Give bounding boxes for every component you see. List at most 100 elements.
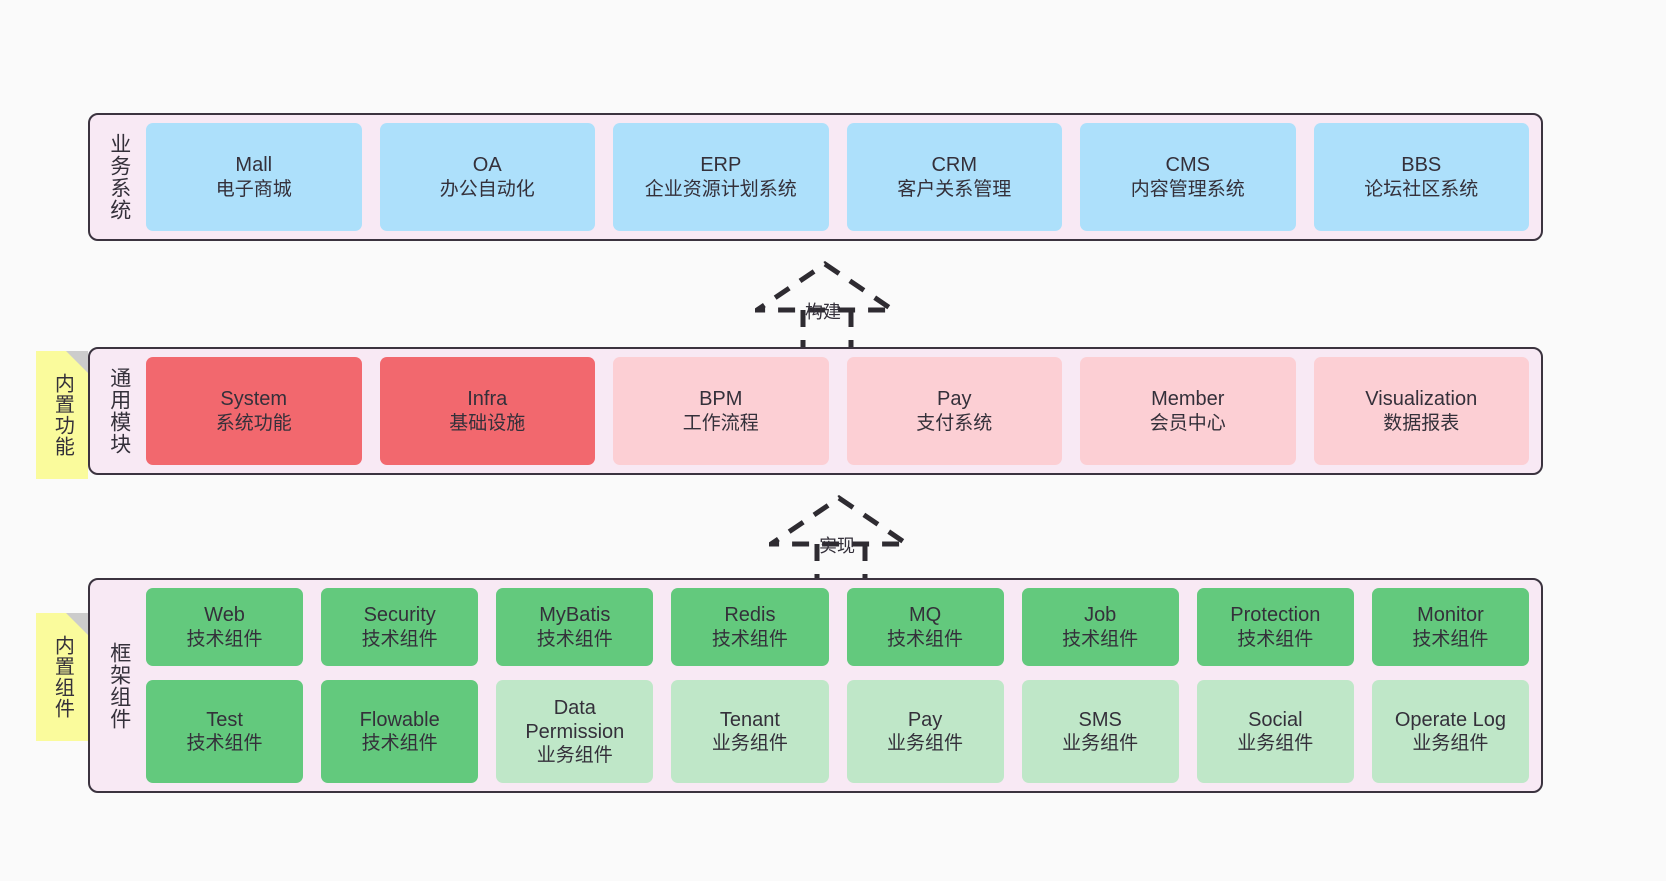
component-security-sub: 技术组件: [361, 628, 438, 650]
component-security[interactable]: Security 技术组件: [321, 588, 479, 667]
module-bbs-name: BBS: [1401, 154, 1442, 177]
module-system-sub: 系统功能: [215, 412, 292, 434]
module-erp-sub: 企业资源计划系统: [644, 178, 797, 200]
component-social[interactable]: Social 业务组件: [1196, 680, 1354, 784]
module-mall-sub: 电子商城: [215, 178, 292, 200]
component-social-name: Social: [1248, 708, 1303, 731]
component-protection-sub: 技术组件: [1237, 628, 1314, 650]
module-infra[interactable]: Infra 基础设施: [379, 357, 595, 465]
component-flowable-sub: 技术组件: [361, 733, 438, 755]
component-monitor-name: Monitor: [1417, 604, 1484, 627]
component-mybatis[interactable]: MyBatis 技术组件: [496, 588, 654, 667]
module-bbs-sub: 论坛社区系统: [1364, 178, 1479, 200]
component-monitor-sub: 技术组件: [1412, 628, 1489, 650]
component-web[interactable]: Web 技术组件: [146, 588, 304, 667]
component-protection[interactable]: Protection 技术组件: [1196, 588, 1354, 667]
component-data-permission-name: Data Permission: [525, 696, 625, 744]
connector-build-label: 构建: [805, 302, 841, 322]
module-crm[interactable]: CRM 客户关系管理: [846, 123, 1062, 231]
component-redis[interactable]: Redis 技术组件: [671, 588, 829, 667]
component-sms-sub: 业务组件: [1062, 733, 1139, 755]
component-social-sub: 业务组件: [1237, 733, 1314, 755]
component-sms[interactable]: SMS 业务组件: [1021, 680, 1179, 784]
module-visualization-sub: 数据报表: [1383, 412, 1460, 434]
module-bbs[interactable]: BBS 论坛社区系统: [1313, 123, 1529, 231]
component-flowable-name: Flowable: [359, 708, 440, 731]
module-visualization-name: Visualization: [1365, 388, 1478, 411]
note-builtin-features-text: 内置功能: [51, 373, 74, 457]
module-crm-sub: 客户关系管理: [897, 178, 1012, 200]
layer-business-caption: 业务系统: [107, 133, 131, 221]
component-job-sub: 技术组件: [1062, 628, 1139, 650]
module-cms[interactable]: CMS 内容管理系统: [1080, 123, 1296, 231]
component-web-sub: 技术组件: [186, 628, 263, 650]
layer-business-system: 业务系统 Mall 电子商城 OA 办公自动化 ERP 企业资源计划系统 CRM…: [88, 113, 1543, 241]
module-mall[interactable]: Mall 电子商城: [146, 123, 362, 231]
module-oa-name: OA: [472, 154, 502, 177]
component-mybatis-name: MyBatis: [539, 604, 611, 627]
layer-business-body: Mall 电子商城 OA 办公自动化 ERP 企业资源计划系统 CRM 客户关系…: [146, 123, 1529, 231]
component-operate-log[interactable]: Operate Log 业务组件: [1371, 680, 1529, 784]
component-test-name: Test: [206, 708, 243, 731]
module-system-name: System: [220, 388, 288, 411]
component-test[interactable]: Test 技术组件: [146, 680, 304, 784]
module-cms-sub: 内容管理系统: [1130, 178, 1245, 200]
module-member[interactable]: Member 会员中心: [1080, 357, 1296, 465]
module-pay-name: Pay: [937, 388, 972, 411]
component-data-permission-sub: 业务组件: [536, 745, 613, 767]
component-tenant-name: Tenant: [719, 708, 780, 731]
layer-business-row: Mall 电子商城 OA 办公自动化 ERP 企业资源计划系统 CRM 客户关系…: [146, 123, 1529, 231]
module-bpm-name: BPM: [699, 388, 743, 411]
component-tenant[interactable]: Tenant 业务组件: [671, 680, 829, 784]
layer-framework-row-tech: Web 技术组件 Security 技术组件 MyBatis 技术组件 Redi…: [146, 588, 1529, 667]
module-cms-name: CMS: [1165, 154, 1210, 177]
layer-common-caption: 通用模块: [107, 367, 131, 455]
component-operate-log-sub: 业务组件: [1412, 733, 1489, 755]
module-bpm-sub: 工作流程: [682, 412, 759, 434]
connector-build-arrow-icon: [755, 260, 902, 350]
module-oa[interactable]: OA 办公自动化: [379, 123, 595, 231]
module-member-sub: 会员中心: [1149, 412, 1226, 434]
component-pay-name: Pay: [907, 708, 943, 731]
connector-implement: 实现: [769, 492, 919, 584]
component-tenant-sub: 业务组件: [711, 733, 788, 755]
note-fold-icon: [66, 613, 88, 635]
component-protection-name: Protection: [1230, 604, 1321, 627]
layer-framework-component: 框架组件 Web 技术组件 Security 技术组件 MyBatis 技术组件…: [88, 578, 1543, 793]
module-bpm[interactable]: BPM 工作流程: [613, 357, 829, 465]
module-infra-sub: 基础设施: [449, 412, 526, 434]
layer-common-body: System 系统功能 Infra 基础设施 BPM 工作流程 Pay 支付系统…: [146, 357, 1529, 465]
component-security-name: Security: [363, 604, 436, 627]
component-monitor[interactable]: Monitor 技术组件: [1371, 588, 1529, 667]
component-mybatis-sub: 技术组件: [536, 628, 613, 650]
layer-common-row: System 系统功能 Infra 基础设施 BPM 工作流程 Pay 支付系统…: [146, 357, 1529, 465]
component-redis-name: Redis: [724, 604, 776, 627]
note-builtin-features: 内置功能: [36, 351, 88, 479]
component-job[interactable]: Job 技术组件: [1021, 588, 1179, 667]
component-operate-log-name: Operate Log: [1394, 708, 1507, 731]
component-data-permission[interactable]: Data Permission 业务组件: [496, 680, 654, 784]
component-pay[interactable]: Pay 业务组件: [846, 680, 1004, 784]
component-sms-name: SMS: [1078, 708, 1122, 731]
component-pay-sub: 业务组件: [887, 733, 964, 755]
module-erp[interactable]: ERP 企业资源计划系统: [613, 123, 829, 231]
module-system[interactable]: System 系统功能: [146, 357, 362, 465]
module-pay[interactable]: Pay 支付系统: [846, 357, 1062, 465]
component-mq-name: MQ: [908, 604, 942, 627]
module-oa-sub: 办公自动化: [439, 178, 535, 200]
connector-build: 构建: [755, 258, 905, 350]
layer-common-module: 通用模块 System 系统功能 Infra 基础设施 BPM 工作流程 Pay…: [88, 347, 1543, 475]
module-mall-name: Mall: [235, 154, 273, 177]
connector-implement-arrow-icon: [769, 494, 916, 584]
module-member-name: Member: [1151, 388, 1225, 411]
connector-implement-label: 实现: [819, 536, 855, 556]
module-pay-sub: 支付系统: [916, 412, 993, 434]
layer-framework-caption: 框架组件: [107, 641, 131, 730]
module-visualization[interactable]: Visualization 数据报表: [1313, 357, 1529, 465]
component-mq-sub: 技术组件: [887, 628, 964, 650]
component-redis-sub: 技术组件: [711, 628, 788, 650]
component-flowable[interactable]: Flowable 技术组件: [321, 680, 479, 784]
layer-framework-body: Web 技术组件 Security 技术组件 MyBatis 技术组件 Redi…: [146, 588, 1529, 784]
component-mq[interactable]: MQ 技术组件: [846, 588, 1004, 667]
